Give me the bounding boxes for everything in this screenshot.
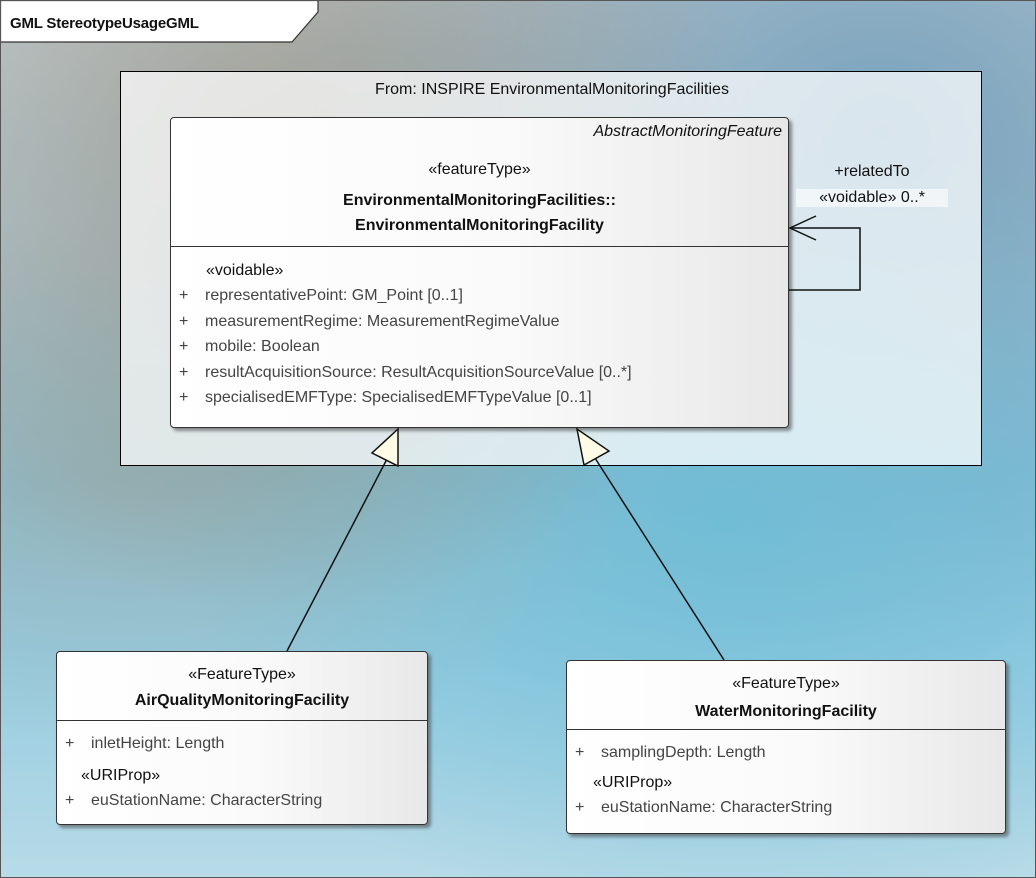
association-multiplicity-label: «voidable» 0..* [796,189,948,207]
diagram-title: GML StereotypeUsageGML [10,15,199,32]
attribute-text: resultAcquisitionSource: ResultAcquisiti… [205,363,632,381]
visibility-marker: + [179,389,189,406]
visibility-marker: + [179,312,189,330]
generalization-water-line [594,457,725,661]
open-arrowhead [788,215,817,241]
class-name-line1: EnvironmentalMonitoringFacilities:: [343,192,616,209]
generalization-water-arrowhead [575,427,611,467]
attribute-text: euStationName: CharacterString [91,791,323,809]
attribute-row[interactable]: + specialisedEMFType: SpecialisedEMFTypeV… [171,385,788,411]
attribute-compartment: + inletHeight: Length «URIProp» + euStatio… [57,721,427,813]
class-stereotype: «featureType» [428,161,531,178]
attribute-compartment: + samplingDepth: Length «URIProp» + euStat… [567,730,1005,820]
attribute-row[interactable]: + euStationName: CharacterString [567,795,1005,821]
class-name: AirQualityMonitoringFacility [134,692,350,709]
attribute-row[interactable]: + representativePoint: GM_Point [0..1] [171,283,788,309]
attribute-row[interactable]: + inletHeight: Length [57,731,427,757]
attribute-group-voidable: «voidable» [206,262,284,279]
visibility-marker: + [575,798,585,816]
attribute-row[interactable]: + measurementRegime: MeasurementRegimeVal… [171,309,788,335]
class-stereotype: «FeatureType» [188,666,296,683]
attribute-text: euStationName: CharacterString [601,798,833,816]
association-role-label: +relatedTo [834,163,910,180]
attribute-group-uriprop: «URIProp» [593,773,673,791]
class-name-line2: EnvironmentalMonitoringFacility [355,217,604,234]
attribute-compartment: «voidable» + representativePoint: GM_Poin… [171,247,788,411]
visibility-marker: + [65,735,75,752]
visibility-marker: + [179,363,189,381]
class-air-quality-monitoring-facility[interactable]: «FeatureType» AirQualityMonitoringFacili… [56,651,428,825]
attribute-row[interactable]: + euStationName: CharacterString [57,788,427,814]
generalization-air-line [286,458,388,652]
visibility-marker: + [575,744,585,761]
class-divider [171,246,788,247]
visibility-marker: + [179,338,189,355]
attribute-text: measurementRegime: MeasurementRegimeValu… [205,312,560,330]
attribute-row[interactable]: + samplingDepth: Length [567,740,1005,766]
attribute-group-uriprop: «URIProp» [81,766,161,784]
class-divider [567,729,1005,730]
attribute-text: samplingDepth: Length [601,744,766,761]
visibility-marker: + [179,287,189,304]
attribute-text: mobile: Boolean [205,338,320,355]
attribute-text: representativePoint: GM_Point [0..1] [205,287,463,304]
class-name: WaterMonitoringFacility [695,703,877,720]
attribute-row[interactable]: + resultAcquisitionSource: ResultAcquisit… [171,360,788,386]
attribute-text: inletHeight: Length [91,735,225,752]
attribute-text: specialisedEMFType: SpecialisedEMFTypeVa… [205,389,592,406]
self-association-line [789,227,861,291]
class-water-monitoring-facility[interactable]: «FeatureType» WaterMonitoringFacility + s… [566,660,1006,834]
package-label: From: INSPIRE EnvironmentalMonitoringFac… [375,81,729,98]
class-divider [57,720,427,721]
class-header: AbstractMonitoringFeature «featureType» … [171,118,788,246]
attribute-row[interactable]: + mobile: Boolean [171,334,788,360]
class-header: «FeatureType» AirQualityMonitoringFacili… [57,652,427,720]
abstract-parent-label: AbstractMonitoringFeature [593,123,782,140]
class-header: «FeatureType» WaterMonitoringFacility [567,661,1005,729]
class-environmental-monitoring-facility[interactable]: AbstractMonitoringFeature «featureType» … [170,117,789,428]
class-stereotype: «FeatureType» [732,675,840,692]
generalization-air-arrowhead [370,427,399,468]
visibility-marker: + [65,791,75,809]
